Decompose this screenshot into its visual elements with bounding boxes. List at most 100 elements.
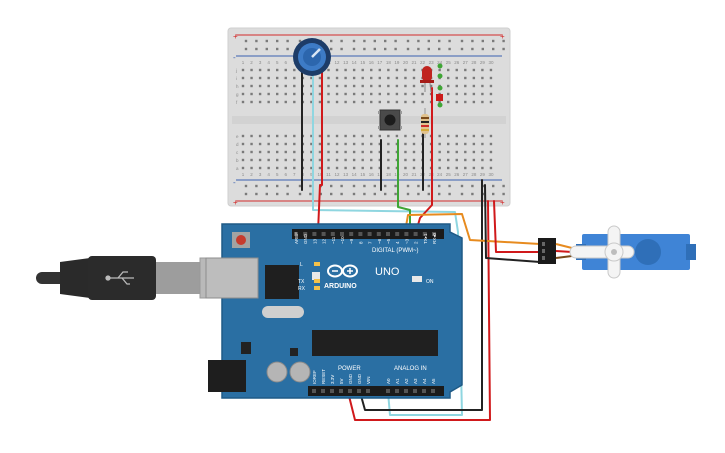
breadboard-hole	[412, 84, 416, 88]
led[interactable]	[420, 66, 434, 93]
rail-hole	[373, 47, 376, 51]
micro-servo[interactable]	[538, 225, 696, 279]
digital-pin-socket[interactable]	[330, 232, 335, 236]
digital-pin-socket[interactable]	[413, 232, 418, 236]
rail-hole	[286, 184, 289, 188]
breadboard-hole	[455, 84, 458, 88]
rail-hole	[502, 39, 505, 43]
arduino-uno-board[interactable]: ARDUINO UNO DIGITAL (PWM~) POWER ANALOG …	[205, 223, 463, 399]
rail-hole	[244, 192, 248, 196]
digital-pin-socket[interactable]	[422, 232, 427, 236]
rail-hole	[384, 184, 387, 188]
pushbutton[interactable]	[378, 109, 402, 131]
column-number: 15	[360, 172, 366, 177]
potentiometer[interactable]	[293, 38, 331, 76]
power-pin-socket[interactable]	[348, 389, 352, 393]
column-number: 4	[267, 60, 270, 65]
digital-pin-socket[interactable]	[321, 232, 326, 236]
digital-pin-socket[interactable]	[395, 232, 400, 236]
rail-hole	[438, 47, 441, 51]
breadboard-hole	[421, 100, 424, 104]
breadboard-hole	[489, 68, 493, 72]
power-pin-socket[interactable]	[312, 389, 316, 393]
digital-pin-socket[interactable]	[294, 232, 298, 236]
digital-pin-socket[interactable]	[358, 232, 363, 236]
analog-pin-label: A2	[404, 378, 409, 384]
breadboard-hole	[267, 142, 270, 146]
analog-pin-socket[interactable]	[413, 389, 417, 393]
digital-pin-socket[interactable]	[386, 232, 390, 236]
power-pin-socket[interactable]	[330, 389, 334, 393]
column-number: 14	[352, 172, 358, 177]
breadboard-hole	[370, 134, 373, 138]
servo-horn[interactable]	[569, 225, 635, 279]
breadboard-hole	[481, 166, 484, 170]
column-number: 25	[446, 60, 452, 65]
rail-hole	[352, 39, 356, 43]
power-pin-socket[interactable]	[357, 389, 361, 393]
analog-pin-label: A5	[431, 378, 436, 384]
breadboard-hole	[387, 84, 390, 88]
breadboard-hole	[335, 142, 339, 146]
column-number: 12	[335, 172, 341, 177]
power-pin-socket[interactable]	[321, 389, 325, 393]
breadboard-hole	[293, 142, 296, 146]
digital-pin-socket[interactable]	[432, 232, 436, 236]
rail-hole	[276, 192, 279, 196]
digital-pin-socket[interactable]	[312, 232, 317, 236]
breadboard-hole	[404, 100, 407, 104]
analog-pin-label: A1	[395, 378, 400, 384]
breadboard-hole	[395, 134, 399, 138]
column-number: 15	[360, 60, 366, 65]
breadboard-hole	[412, 100, 416, 104]
breadboard-hole	[387, 134, 390, 138]
wire-red-rail-5v[interactable]	[347, 200, 491, 421]
breadboard-hole	[370, 142, 373, 146]
resistor[interactable]	[421, 108, 429, 138]
wire-orange-servo-signal[interactable]	[404, 213, 541, 245]
analog-pin-socket[interactable]	[395, 389, 399, 393]
digital-pin-socket[interactable]	[303, 232, 308, 236]
breadboard-hole	[335, 92, 339, 96]
column-number: 7	[293, 172, 296, 177]
digital-pin-socket[interactable]	[404, 232, 409, 236]
wire-black-rail-gnd[interactable]	[359, 179, 483, 411]
breadboard-hole	[481, 68, 484, 72]
wire-green-button-signal[interactable]	[397, 139, 411, 233]
column-number: 13	[343, 60, 349, 65]
digital-pin-socket[interactable]	[376, 232, 381, 236]
breadboard-hole	[352, 134, 356, 138]
wire-cyan-pot-signal[interactable]	[312, 74, 463, 416]
wire-red-pot-5v[interactable]	[317, 71, 323, 233]
breadboard-hole	[481, 92, 484, 96]
breadboard-hole	[370, 76, 373, 80]
row-letter: a	[236, 166, 239, 171]
column-number: 14	[352, 60, 358, 65]
breadboard[interactable]: 1234567891011121314151617181920212223242…	[227, 27, 511, 207]
breadboard-hole	[472, 142, 476, 146]
rail-hole	[448, 47, 451, 51]
power-pin-socket[interactable]	[366, 389, 370, 393]
wire-black-servo-gnd[interactable]	[484, 184, 541, 263]
analog-pin-socket[interactable]	[431, 389, 435, 393]
digital-pin-label: RX◂0	[432, 232, 437, 244]
analog-pin-socket[interactable]	[386, 389, 390, 393]
power-pin-socket[interactable]	[339, 389, 343, 393]
breadboard-hole	[276, 84, 279, 88]
analog-pin-label: A3	[413, 378, 418, 384]
breadboard-hole	[447, 100, 450, 104]
breadboard-hole	[284, 166, 287, 170]
wire-red-servo-power[interactable]	[493, 200, 541, 253]
analog-pin-socket[interactable]	[404, 389, 408, 393]
rail-hole	[406, 39, 410, 43]
analog-pin-socket[interactable]	[422, 389, 426, 393]
digital-pin-socket[interactable]	[367, 232, 372, 236]
breadboard-hole	[293, 158, 296, 162]
digital-pin-socket[interactable]	[349, 232, 354, 236]
breadboard-hole	[404, 166, 407, 170]
rail-hole	[471, 192, 474, 196]
column-number: 30	[488, 172, 494, 177]
digital-pin-socket[interactable]	[340, 232, 344, 236]
breadboard-hole	[310, 166, 313, 170]
tx-led-label: TX	[298, 279, 305, 285]
